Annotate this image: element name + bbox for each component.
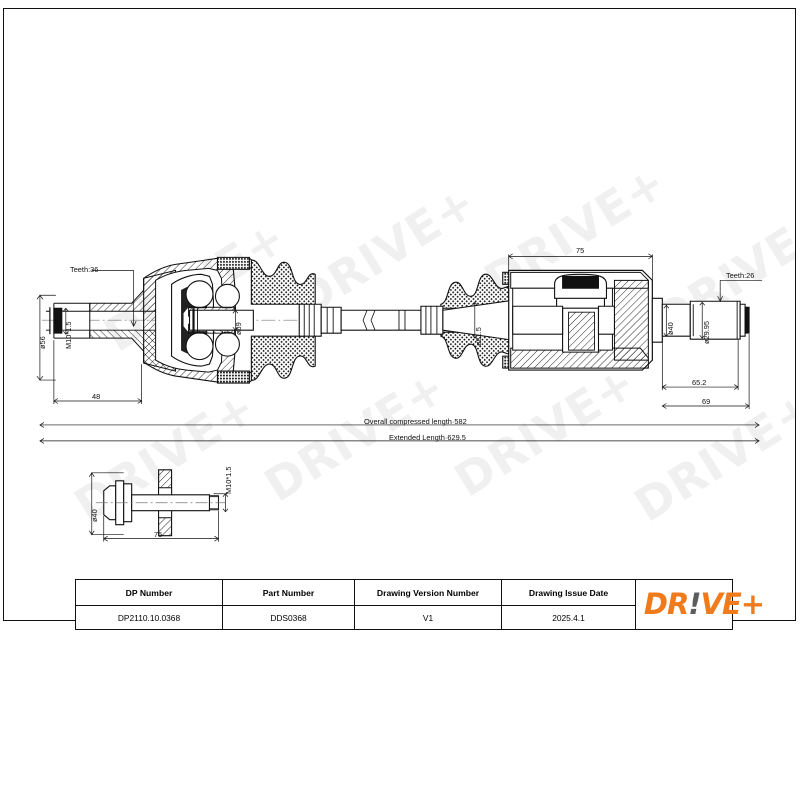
label-thread-left: M10*1.5 — [64, 321, 73, 349]
column-header: Drawing Version Number — [355, 580, 501, 606]
label-dia-56: ø56 — [38, 336, 47, 349]
column-value: DDS0368 — [270, 612, 307, 623]
label-bolt-dia-40: ø40 — [90, 509, 99, 522]
brand-logo-cell: DR!VE+ — [636, 580, 772, 629]
logo-text-pre: DR — [643, 587, 689, 621]
technical-drawing-svg — [36, 253, 763, 542]
column-header: DP Number — [76, 580, 222, 606]
label-dim-69: 69 — [702, 397, 711, 406]
label-dia-40-shaft: ø40 — [666, 322, 675, 335]
title-block-column-drawing-version: Drawing Version Number V1 — [355, 580, 502, 629]
logo-text-post: VE+ — [700, 587, 766, 621]
column-header: Part Number — [223, 580, 354, 606]
label-extended-length: Extended Length·629.5 — [389, 433, 466, 442]
label-dia-81-5: ø81.5 — [474, 327, 483, 346]
column-value: 2025.4.1 — [552, 612, 585, 623]
title-block-column-issue-date: Drawing Issue Date 2025.4.1 — [502, 580, 636, 629]
column-value: DP2110.10.0368 — [117, 612, 181, 623]
logo-exclamation-icon: ! — [688, 587, 701, 621]
drawing-sheet: DRIVE+ DRIVE+ DRIVE+ DRIVE+ DRIVE+ DRIVE… — [3, 8, 796, 630]
label-teeth-right: Teeth:26 — [726, 271, 755, 280]
label-dia-69: ø69 — [234, 322, 243, 335]
title-block-column-dp-number: DP Number DP2110.10.0368 — [76, 580, 223, 629]
label-dim-75-joint: 75 — [576, 246, 585, 255]
column-header: Drawing Issue Date — [502, 580, 635, 606]
label-teeth-left: Teeth:36 — [70, 265, 99, 274]
label-dia-29-95: ø29.95 — [702, 320, 711, 344]
drive-plus-logo: DR!VE+ — [643, 587, 766, 621]
label-bolt-length-75: 75 — [154, 530, 163, 539]
label-overall-compressed-length: Overall compressed length·582 — [364, 417, 467, 426]
label-dim-65-2: 65.2 — [692, 378, 707, 387]
column-value: V1 — [422, 612, 434, 623]
title-block-column-part-number: Part Number DDS0368 — [223, 580, 355, 629]
label-dim-48: 48 — [92, 392, 101, 401]
label-bolt-thread: M10*1.5 — [224, 466, 233, 494]
title-block: DP Number DP2110.10.0368 Part Number DDS… — [75, 579, 765, 630]
